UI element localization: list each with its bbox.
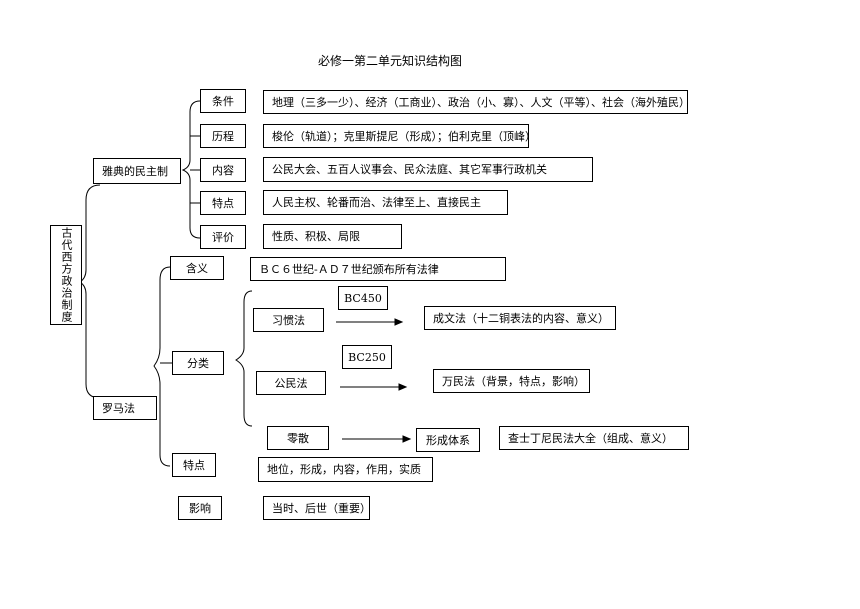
customary-year-label: BC450 bbox=[338, 286, 388, 310]
classification-brace bbox=[235, 290, 253, 427]
rome-meaning-label: 含义 bbox=[170, 256, 224, 280]
athens-feature-label: 特点 bbox=[200, 191, 246, 215]
law-of-nations-node: 万民法（背景，特点，影响） bbox=[433, 369, 590, 393]
athens-process-detail: 梭伦（轨道）；克里斯提尼（形成）；伯利克里（顶峰） bbox=[263, 124, 536, 148]
rome-feature-label: 特点 bbox=[172, 453, 216, 477]
written-law-node: 成文法（十二铜表法的内容、意义） bbox=[424, 306, 616, 330]
athens-brace bbox=[181, 100, 201, 239]
athens-content-detail: 公民大会、五百人议事会、民众法庭、其它军事行政机关 bbox=[263, 157, 593, 182]
athens-condition-detail: 地理（三多一少）、经济（工商业）、政治（小、寡）、人文（平等）、社会（海外殖民） bbox=[263, 90, 690, 114]
athens-content-label: 内容 bbox=[200, 158, 246, 182]
athens-process-label: 历程 bbox=[200, 124, 246, 148]
diagram-title: 必修一第二单元知识结构图 bbox=[318, 54, 463, 68]
civil-law-node: 公民法 bbox=[256, 371, 326, 395]
systematized-node: 形成体系 bbox=[416, 428, 480, 452]
rome-feature-detail: 地位，形成，内容，作用，实质 bbox=[258, 457, 433, 482]
rome-classification-label: 分类 bbox=[172, 351, 224, 375]
rome-influence-detail: 当时、后世（重要） bbox=[263, 496, 371, 520]
rome-brace bbox=[153, 266, 171, 467]
athens-node: 雅典的民主制 bbox=[93, 158, 181, 184]
justinian-code-node: 查士丁尼民法大全（组成、意义） bbox=[499, 426, 689, 450]
athens-evaluation-label: 评价 bbox=[200, 225, 246, 249]
civil-year-label: BC250 bbox=[342, 345, 392, 369]
rome-meaning-detail: ＢＣ６世纪-ＡＤ７世纪颁布所有法律 bbox=[250, 257, 506, 281]
root-node: 古代西方政治制度 bbox=[50, 225, 82, 325]
customary-law-node: 习惯法 bbox=[253, 308, 324, 332]
athens-evaluation-detail: 性质、积极、局限 bbox=[263, 224, 402, 249]
athens-condition-label: 条件 bbox=[200, 89, 246, 113]
root-brace bbox=[79, 184, 101, 399]
athens-feature-detail: 人民主权、轮番而治、法律至上、直接民主 bbox=[263, 190, 508, 215]
rome-influence-label: 影响 bbox=[178, 496, 222, 520]
rome-node: 罗马法 bbox=[93, 396, 157, 420]
scattered-node: 零散 bbox=[267, 426, 329, 450]
